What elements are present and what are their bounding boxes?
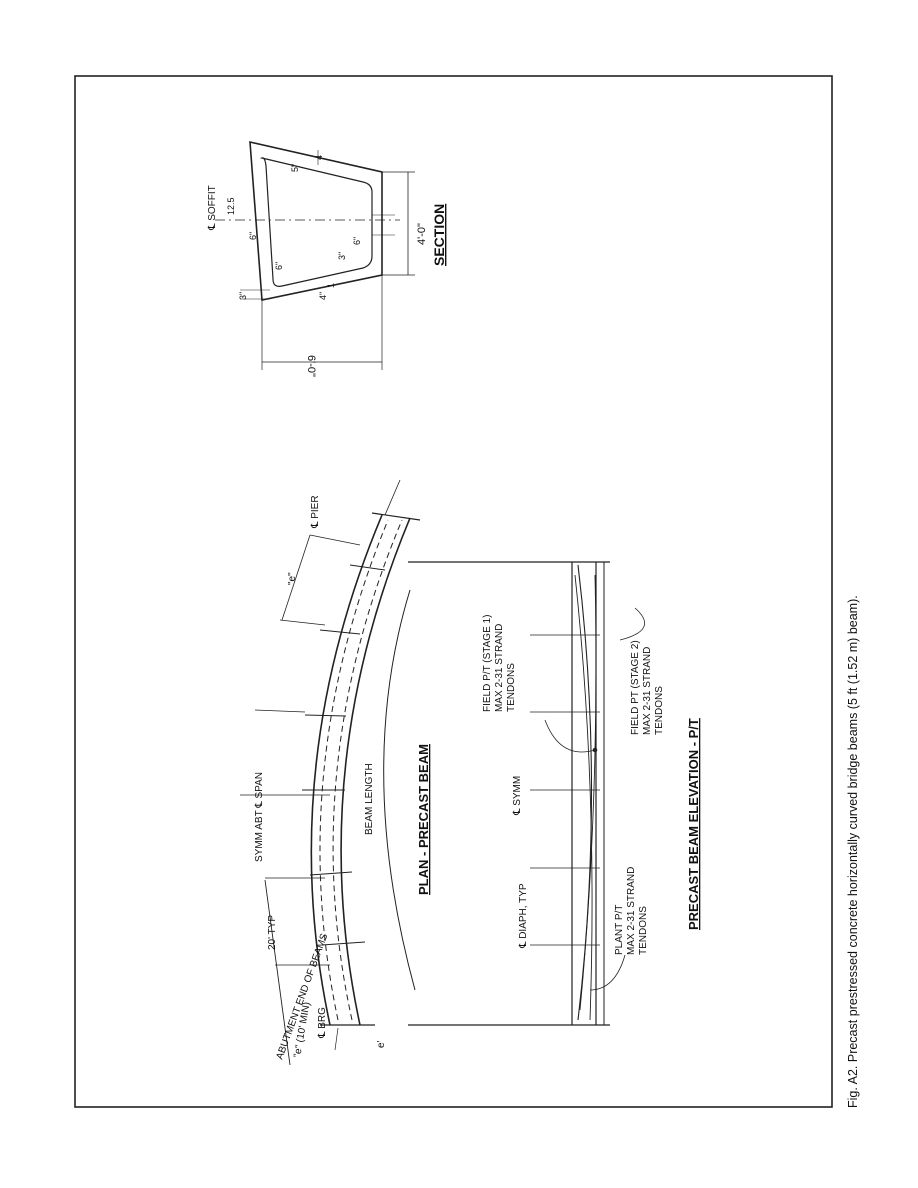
dim-4-top: 4 [314,155,324,160]
e-pier-label: "e" [287,572,298,585]
figure-caption: Fig. A2. Precast prestressed concrete ho… [846,595,860,1108]
field2-line1: FIELD PT (STAGE 2) [630,640,641,735]
field1-line3: TENDONS [506,663,517,712]
height-dim: 4'-0" [416,223,428,245]
field1-line2: MAX 2-31 STRAND [494,624,505,712]
plan-labels: ABUTMENT END OF BEAMS "e" (10' MIN) ℄ BR… [254,495,431,1061]
dim-4-bot: 4" [318,292,328,300]
width-dim: 6'-0" [305,355,317,377]
elevation-labels: ℄ DIAPH, TYP ℄ SYMM PLANT P/T MAX 2-31 S… [482,615,701,955]
elevation-view [408,561,646,1026]
symm-span-label: SYMM ABT ℄ SPAN [254,772,265,862]
dim-6c: 6" [352,237,362,245]
pier-label: ℄ PIER [310,495,321,529]
field1-line1: FIELD P/T (STAGE 1) [482,615,493,712]
section-title: SECTION [431,204,447,266]
diaph-label: ℄ DIAPH, TYP [518,883,529,949]
dim-6b: 6" [274,262,284,270]
soffit-label: ℄ SOFFIT [207,185,218,231]
dim-1: 1 [326,283,336,288]
section-labels: ℄ SOFFIT 12.5 4 5" 6" 6" 6" 3" 3" 4" 1 4… [207,155,447,377]
plan-view [240,479,421,1066]
field2-line2: MAX 2-31 STRAND [642,647,653,735]
elevation-title: PRECAST BEAM ELEVATION - P/T [686,718,701,930]
dim-12-5: 12.5 [226,197,236,215]
dim-5: 5" [290,164,300,172]
sheet-border [74,75,833,1108]
dim-3a: 3" [238,292,248,300]
plan-title: PLAN - PRECAST BEAM [416,744,431,895]
field2-line3: TENDONS [654,686,665,735]
brg-label: ℄ BRG [317,1007,328,1039]
dim-3b: 3" [337,252,347,260]
plant-pt-line2: MAX 2-31 STRAND [626,867,637,955]
symm-label: ℄ SYMM [512,776,523,816]
end-mark-label: e' [376,1040,387,1048]
dim-6a: 6" [248,232,258,240]
plant-pt-line1: PLANT P/T [614,905,625,955]
plant-pt-line3: TENDONS [638,906,649,955]
beam-length-label: BEAM LENGTH [364,763,375,835]
typ20-label: 20' TYP [267,915,278,950]
section-view [215,140,415,370]
